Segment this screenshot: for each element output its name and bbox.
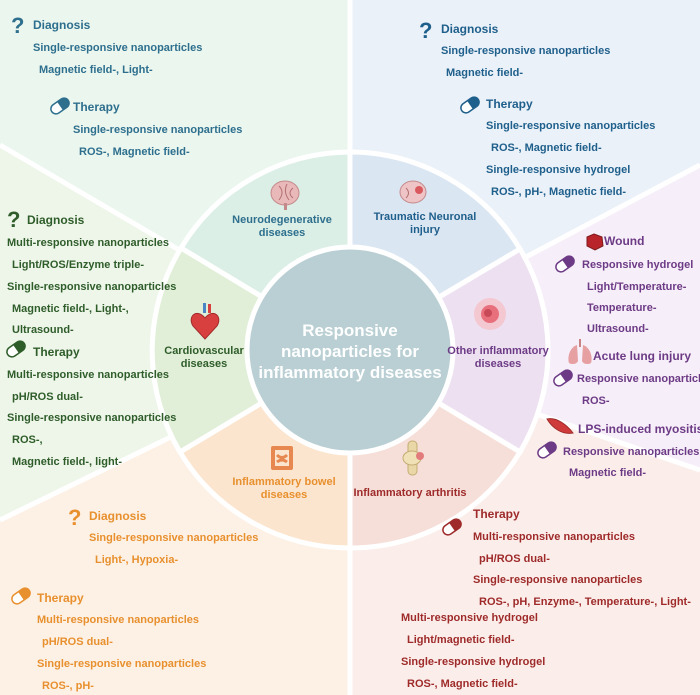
pill-icon bbox=[555, 255, 575, 273]
trauma-diagnosis-line: Single-responsive nanoparticles bbox=[441, 45, 611, 57]
question-mark-icon: ? bbox=[11, 13, 24, 38]
cardio-therapy-line: Multi-responsive nanoparticles bbox=[7, 369, 169, 381]
trauma-diagnosis-line: Magnetic field- bbox=[446, 67, 524, 79]
muscle-icon bbox=[546, 418, 574, 434]
trauma-therapy-line: Single-responsive hydrogel bbox=[486, 164, 631, 176]
neuro-diagnosis-line: Single-responsive nanoparticles bbox=[33, 42, 203, 54]
cardio-diagnosis-line: Ultrasound- bbox=[12, 324, 74, 336]
segment-label-bowel: Inflammatory bowel diseases bbox=[232, 476, 336, 501]
center-title: Responsive nanoparticles for inflammator… bbox=[258, 320, 442, 382]
bowel-therapy-line: Single-responsive nanoparticles bbox=[37, 658, 207, 670]
pill-icon bbox=[11, 587, 31, 605]
bowel-therapy-line: pH/ROS dual- bbox=[42, 636, 113, 648]
cardio-therapy-line: Single-responsive nanoparticles bbox=[7, 412, 177, 424]
pill-icon bbox=[442, 518, 462, 536]
cardio-diagnosis-line: Single-responsive nanoparticles bbox=[7, 281, 177, 293]
segment-label-arthritis: Inflammatory arthritis bbox=[353, 487, 467, 499]
center-circle bbox=[244, 244, 456, 456]
myositis-line: Magnetic field- bbox=[569, 467, 647, 479]
wound-icon bbox=[586, 233, 604, 251]
wound-line: Light/Temperature- bbox=[587, 281, 687, 293]
bowel-therapy-line: ROS-, pH- bbox=[42, 680, 94, 692]
inflamed-cell-icon bbox=[474, 298, 506, 330]
bowel-therapy-heading: Therapy bbox=[37, 591, 84, 605]
trauma-therapy-heading: Therapy bbox=[486, 97, 533, 111]
wound-line: Responsive hydrogel bbox=[582, 259, 694, 271]
bowel-diagnosis-line: Single-responsive nanoparticles bbox=[89, 532, 259, 544]
wound-line: Temperature- bbox=[587, 302, 657, 314]
pill-icon bbox=[50, 97, 70, 115]
lung-line: ROS- bbox=[582, 395, 610, 407]
injured-brain-icon bbox=[399, 180, 427, 204]
segment-label-traumatic: Traumatic Neuronal injury bbox=[373, 211, 477, 236]
bowel-therapy-line: Multi-responsive nanoparticles bbox=[37, 614, 199, 626]
cardio-diagnosis-line: Multi-responsive nanoparticles bbox=[7, 237, 169, 249]
pill-icon bbox=[537, 441, 557, 459]
arthritis-therapy-line: Single-responsive nanoparticles bbox=[473, 574, 643, 586]
neuro-diagnosis-heading: Diagnosis bbox=[33, 18, 91, 32]
brain-icon bbox=[270, 180, 300, 210]
question-mark-icon: ? bbox=[419, 18, 432, 43]
pill-icon bbox=[6, 340, 26, 358]
question-mark-icon: ? bbox=[7, 207, 20, 232]
lung-icon bbox=[568, 339, 592, 365]
pill-icon bbox=[553, 369, 573, 387]
arthritis-therapy-line: ROS-, Magnetic field- bbox=[407, 678, 518, 690]
neuro-therapy-heading: Therapy bbox=[73, 100, 120, 114]
myositis-line: Responsive nanoparticles bbox=[563, 446, 700, 458]
heart-icon bbox=[190, 303, 220, 340]
intestine-icon bbox=[271, 446, 293, 470]
lung-line: Responsive nanoparticles bbox=[577, 373, 700, 385]
trauma-therapy-line: Single-responsive nanoparticles bbox=[486, 120, 656, 132]
cardio-diagnosis-line: Light/ROS/Enzyme triple- bbox=[12, 259, 145, 271]
arthritis-therapy-line: Single-responsive hydrogel bbox=[401, 656, 546, 668]
segment-label-cardio: Cardiovascular diseases bbox=[164, 345, 244, 370]
segment-label-neurodegenerative: Neurodegenerative diseases bbox=[232, 214, 332, 239]
cardio-therapy-line: pH/ROS dual- bbox=[12, 391, 83, 403]
trauma-therapy-line: ROS-, pH-, Magnetic field- bbox=[491, 186, 627, 198]
cardio-therapy-line: ROS-, bbox=[12, 434, 43, 446]
arthritis-therapy-line: Light/magnetic field- bbox=[407, 634, 515, 646]
myositis-heading: LPS-induced myositis bbox=[578, 422, 700, 436]
trauma-diagnosis-heading: Diagnosis bbox=[441, 22, 499, 36]
arthritis-therapy-line: Multi-responsive nanoparticles bbox=[473, 531, 635, 543]
wound-line: Ultrasound- bbox=[587, 323, 649, 335]
cardio-therapy-line: Magnetic field-, light- bbox=[12, 456, 122, 468]
neuro-diagnosis-line: Magnetic field-, Light- bbox=[39, 64, 153, 76]
cardio-therapy-heading: Therapy bbox=[33, 345, 80, 359]
neuro-therapy-line: ROS-, Magnetic field- bbox=[79, 146, 190, 158]
pill-icon bbox=[460, 96, 480, 114]
arthritis-therapy-line: pH/ROS dual- bbox=[479, 553, 550, 565]
arthritis-therapy-heading: Therapy bbox=[473, 507, 520, 521]
trauma-therapy-line: ROS-, Magnetic field- bbox=[491, 142, 602, 154]
bowel-diagnosis-heading: Diagnosis bbox=[89, 509, 147, 523]
cardio-diagnosis-heading: Diagnosis bbox=[27, 213, 85, 227]
cardio-diagnosis-line: Magnetic field-, Light-, bbox=[12, 303, 129, 315]
neuro-therapy-line: Single-responsive nanoparticles bbox=[73, 124, 243, 136]
arthritis-therapy-line: Multi-responsive hydrogel bbox=[401, 612, 538, 624]
bowel-diagnosis-line: Light-, Hypoxia- bbox=[95, 554, 179, 566]
segment-label-other: Other inflammatory diseases bbox=[447, 345, 549, 370]
wound-heading: Wound bbox=[604, 234, 645, 248]
question-mark-icon: ? bbox=[68, 505, 81, 530]
lung-heading: Acute lung injury bbox=[593, 349, 692, 363]
arthritis-therapy-line: ROS-, pH, Enzyme-, Temperature-, Light- bbox=[479, 596, 691, 608]
knee-joint-icon bbox=[402, 440, 424, 476]
